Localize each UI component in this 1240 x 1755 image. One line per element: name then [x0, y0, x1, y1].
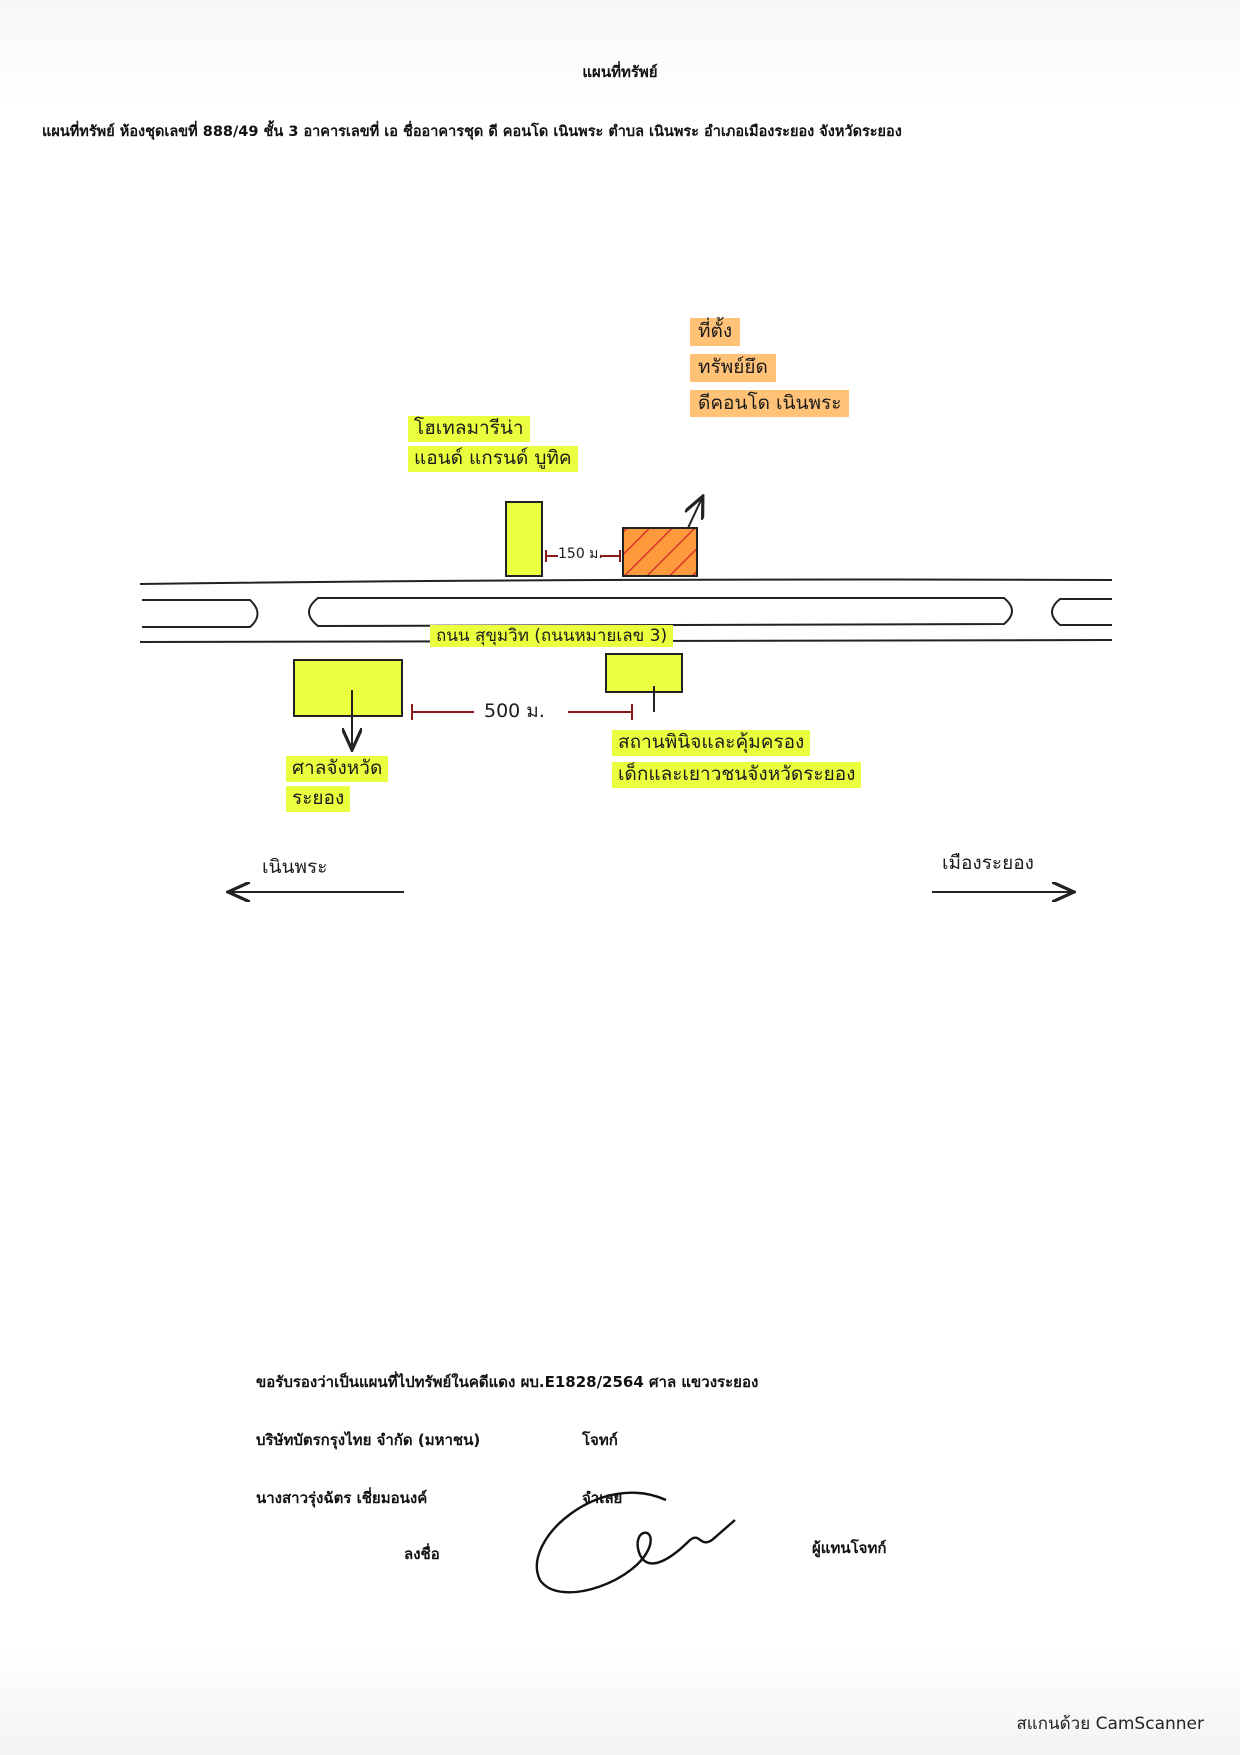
juvenile-court-building: [605, 653, 683, 693]
hotel-building: [505, 501, 543, 577]
plaintiff-name: บริษัทบัตรกรุงไทย จำกัด (มหาชน): [256, 1431, 481, 1449]
target-label: ที่ตั้ง ทรัพย์ยึด ดีคอนโด เนินพระ: [690, 318, 850, 418]
court-building: [293, 659, 403, 717]
defendant-name: นางสาวรุ่งฉัตร เชี่ยมอนงค์: [256, 1489, 428, 1507]
defendant-role: จำเลย: [582, 1489, 623, 1507]
direction-left-label: เนินพระ: [262, 856, 328, 878]
hotel-label: โฮเทลมารีน่า แอนด์ แกรนด์ บูทิค: [408, 416, 578, 472]
road-median-left: [142, 599, 259, 628]
juvenile-court-label: สถานพินิจและคุ้มครอง เด็กและเยาวชนจังหวั…: [612, 730, 862, 788]
document-subtitle: แผนที่ทรัพย์ ห้องชุดเลขที่ 888/49 ชั้น 3…: [42, 124, 902, 140]
sign-label: ลงชื่อ: [404, 1545, 440, 1563]
court-label: ศาลจังหวัด ระยอง: [286, 756, 389, 812]
road-label: ถนน สุขุมวิท (ถนนหมายเลข 3): [430, 625, 674, 647]
signer-role: ผู้แทนโจทก์: [812, 1539, 887, 1557]
scanner-watermark: สแกนด้วย CamScanner: [1016, 1714, 1204, 1734]
distance-near-label: 150 ม.: [558, 546, 603, 562]
road-median-right: [1051, 598, 1112, 626]
target-pointer-arrow: [688, 498, 702, 529]
certification-statement: ขอรับรองว่าเป็นแผนที่ไปทรัพย์ในคดีแดง ผบ…: [256, 1373, 759, 1391]
distance-near-line: [545, 550, 621, 562]
plaintiff-role: โจทก์: [582, 1431, 618, 1449]
document-title: แผนที่ทรัพย์: [582, 63, 658, 81]
road-edge-top: [139, 578, 1113, 585]
distance-far-label: 500 ม.: [484, 700, 545, 722]
signature-mark: [535, 1491, 736, 1594]
target-building: [622, 527, 698, 577]
road-median-center: [308, 597, 1013, 628]
direction-right-label: เมืองระยอง: [942, 852, 1034, 874]
distance-far-line: [411, 704, 633, 720]
